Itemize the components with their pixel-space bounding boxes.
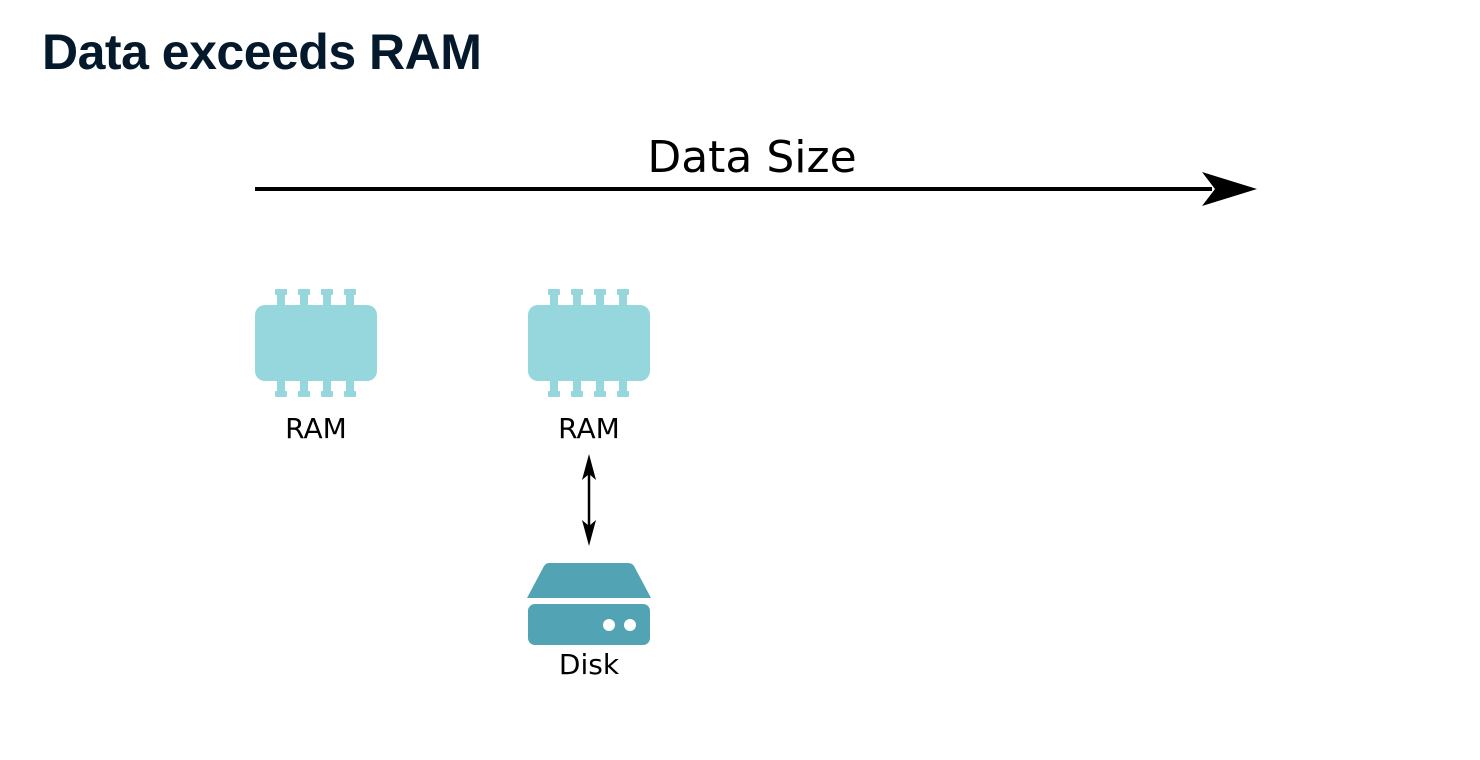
ram-label: RAM	[558, 412, 620, 445]
ram-disk-arrow	[582, 454, 596, 546]
disk-label: Disk	[559, 648, 620, 681]
arrow-down-icon	[582, 520, 596, 546]
ram-chip-icon	[255, 289, 377, 397]
axis-label: Data Size	[647, 132, 856, 183]
ram-label: RAM	[285, 412, 347, 445]
ram-chip-icon	[528, 289, 650, 397]
disk-node: Disk	[527, 563, 651, 681]
disk-drive-icon	[527, 563, 651, 645]
ram-node-1: RAM	[255, 289, 377, 445]
arrow-up-icon	[582, 454, 596, 480]
axis-arrowhead-icon	[1202, 172, 1257, 206]
page-title: Data exceeds RAM	[42, 24, 482, 80]
data-size-axis: Data Size	[255, 132, 1257, 206]
ram-node-2: RAM	[528, 289, 650, 445]
